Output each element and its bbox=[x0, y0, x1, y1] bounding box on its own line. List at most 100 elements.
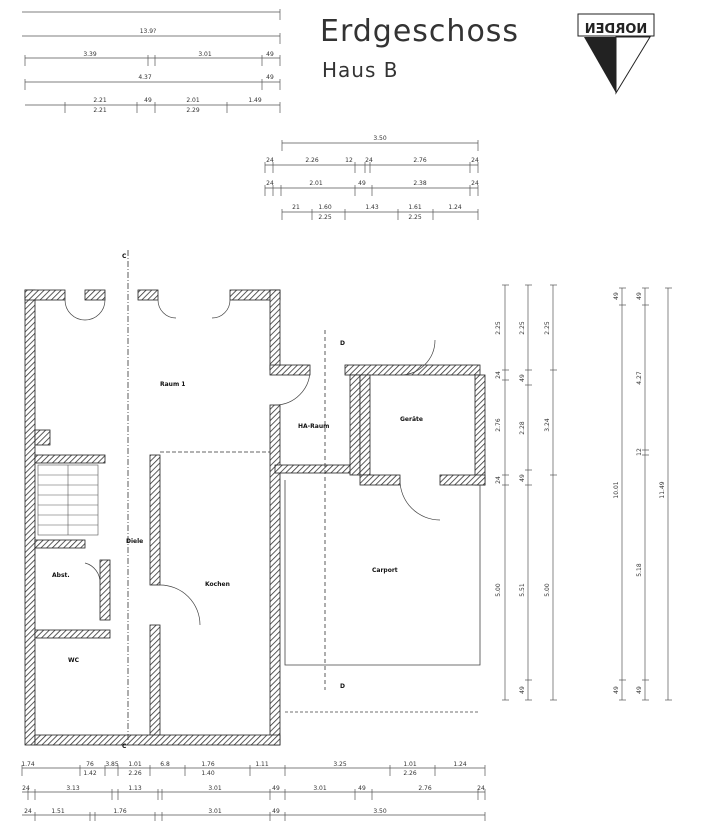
dimension-label: 12 bbox=[345, 157, 353, 164]
plan-title: Erdgeschoss bbox=[320, 14, 520, 49]
room-label-raum-1: Raum 1 bbox=[160, 381, 185, 388]
dimension-label: 1.11 bbox=[255, 761, 269, 768]
dimension-label: 4.37 bbox=[138, 74, 152, 81]
dimension-label: 49 bbox=[636, 292, 643, 300]
dimension-label: 49 bbox=[358, 785, 366, 792]
dimension-label: 10.01 bbox=[613, 481, 620, 498]
dimension-label: 5.00 bbox=[495, 583, 502, 597]
dimension-label: 1.76 bbox=[113, 808, 127, 815]
dimension-label: 24 bbox=[22, 785, 30, 792]
dimension-label: 1.24 bbox=[448, 204, 462, 211]
section-lines bbox=[127, 250, 326, 740]
room-label-geraete: Geräte bbox=[400, 416, 423, 423]
dimension-label: 1.76 bbox=[201, 761, 215, 768]
dimension-label: 2.26 bbox=[403, 770, 417, 777]
dimension-label: 3.39 bbox=[83, 51, 97, 58]
dimension-label: 2.38 bbox=[413, 180, 427, 187]
carport-outline bbox=[284, 480, 481, 713]
dimension-label: 2.29 bbox=[186, 107, 200, 114]
room-label-abst: Abst. bbox=[52, 572, 70, 579]
dimension-label: 49 bbox=[519, 686, 526, 694]
dimension-label: 11.49 bbox=[659, 481, 666, 498]
dimension-label: 1.43 bbox=[365, 204, 379, 211]
dimension-label: 2.01 bbox=[309, 180, 323, 187]
dimension-label: 3.50 bbox=[373, 808, 387, 815]
room-label-carport: Carport bbox=[372, 567, 398, 574]
dimension-label: 49 bbox=[613, 292, 620, 300]
dimension-label: 3.50 bbox=[373, 135, 387, 142]
dimension-label: 49 bbox=[519, 374, 526, 382]
dimension-label: 3.13 bbox=[66, 785, 80, 792]
dimension-label: 2.25 bbox=[519, 321, 526, 335]
dimension-label: 12 bbox=[636, 448, 643, 456]
dimension-label: 3.85 bbox=[105, 761, 119, 768]
room-label-ha-raum: HA-Raum bbox=[298, 423, 329, 430]
dimension-label: 1.51 bbox=[51, 808, 65, 815]
room-label-diele: Diele bbox=[126, 538, 143, 545]
dimension-label: 49 bbox=[144, 97, 152, 104]
dimension-label: 1.42 bbox=[83, 770, 97, 777]
dimension-label: 5.18 bbox=[636, 563, 643, 577]
dimension-label: 2.25 bbox=[318, 214, 332, 221]
dimension-label: 24 bbox=[266, 180, 274, 187]
dimension-label: 2.25 bbox=[544, 321, 551, 335]
dimension-label: 24 bbox=[471, 180, 479, 187]
dimension-label: 2.76 bbox=[418, 785, 432, 792]
dimension-label: 49 bbox=[613, 686, 620, 694]
dimension-label: 1.13 bbox=[128, 785, 142, 792]
section-marker-c-top: C bbox=[122, 253, 127, 260]
dimension-label: 3.01 bbox=[198, 51, 212, 58]
dimension-label: 76 bbox=[86, 761, 94, 768]
dimension-label: 1.61 bbox=[408, 204, 422, 211]
dimension-label: 2.21 bbox=[93, 97, 107, 104]
dimension-label: 1.01 bbox=[403, 761, 417, 768]
dimension-label: 3.01 bbox=[208, 785, 222, 792]
section-marker-d-bottom: D bbox=[340, 683, 345, 690]
dimension-label: 6.8 bbox=[160, 761, 170, 768]
dimension-label: 24 bbox=[266, 157, 274, 164]
dimension-label: 2.21 bbox=[93, 107, 107, 114]
dimension-label: 49 bbox=[266, 74, 274, 81]
staircase bbox=[37, 464, 99, 536]
dimension-label: 24 bbox=[495, 476, 502, 484]
dimension-label: 24 bbox=[477, 785, 485, 792]
dimension-label: 49 bbox=[636, 686, 643, 694]
dimension-label: 1.01 bbox=[128, 761, 142, 768]
dimension-label: 24 bbox=[24, 808, 32, 815]
dimension-label: 3.25 bbox=[333, 761, 347, 768]
dimension-label: 3.24 bbox=[544, 418, 551, 432]
dimension-label: 3.01 bbox=[313, 785, 327, 792]
room-label-wc: WC bbox=[68, 657, 80, 664]
dimension-label: 2.26 bbox=[128, 770, 142, 777]
dimension-label: 2.76 bbox=[495, 418, 502, 432]
north-logo: NORDEN bbox=[577, 13, 655, 95]
dimension-label: 5.00 bbox=[544, 583, 551, 597]
dimension-label: 1.24 bbox=[453, 761, 467, 768]
dimension-label: 21 bbox=[292, 204, 300, 211]
section-marker-d-top: D bbox=[340, 340, 345, 347]
doors bbox=[64, 299, 441, 626]
dimension-label: 2.25 bbox=[495, 321, 502, 335]
dimension-label: 1.49 bbox=[248, 97, 262, 104]
room-label-kochen: Kochen bbox=[205, 581, 230, 588]
dimension-label: 2.26 bbox=[305, 157, 319, 164]
logo-text: NORDEN bbox=[585, 22, 648, 37]
dimension-label: 3.01 bbox=[208, 808, 222, 815]
section-marker-c-bottom: C bbox=[122, 743, 127, 750]
dimension-label: 49 bbox=[272, 808, 280, 815]
dimension-label: 2.76 bbox=[413, 157, 427, 164]
dimension-label: 1.60 bbox=[318, 204, 332, 211]
dimension-label: 13.9? bbox=[140, 28, 157, 35]
dimension-label: 49 bbox=[272, 785, 280, 792]
walls bbox=[24, 289, 486, 746]
plan-subtitle: Haus B bbox=[322, 58, 399, 82]
dimension-label: 24 bbox=[471, 157, 479, 164]
dimension-label: 24 bbox=[365, 157, 373, 164]
dimension-label: 5.51 bbox=[519, 583, 526, 597]
dimension-label: 24 bbox=[495, 371, 502, 379]
dimension-label: 2.01 bbox=[186, 97, 200, 104]
dimension-lines: 13.9? 3.39 3.01 49 4.37 49 2.21 49 2.01 1.49 2.21 2… bbox=[21, 9, 672, 821]
dimension-label: 49 bbox=[519, 474, 526, 482]
dimension-label: 49 bbox=[266, 51, 274, 58]
